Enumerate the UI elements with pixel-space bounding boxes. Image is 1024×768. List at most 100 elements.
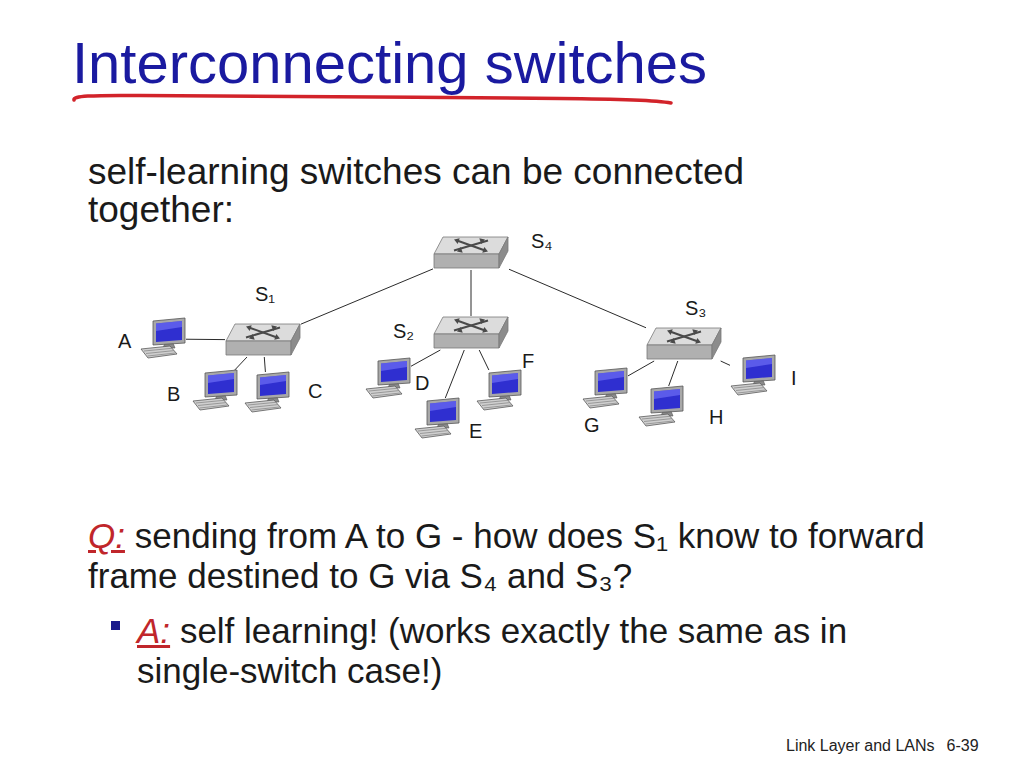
keyboard [583, 396, 619, 408]
keyboard-keys [734, 385, 762, 388]
keyboard-keys [586, 398, 614, 401]
switch-front [647, 345, 712, 359]
monitor-screen [654, 389, 680, 410]
keyboard [415, 426, 451, 438]
text-block: A:self learning! (works exactly the same… [137, 611, 937, 691]
arrow-head [482, 327, 488, 333]
switch-side [712, 328, 721, 359]
host-computer: E [414, 398, 460, 440]
arrow-head [271, 325, 277, 331]
keyboard-keys [590, 403, 618, 406]
computer-icon [140, 318, 186, 360]
keyboard-keys [642, 416, 670, 419]
arrow-head [479, 318, 485, 324]
link-line [411, 350, 440, 366]
keyboard [193, 398, 229, 410]
keyboard-keys [148, 353, 176, 356]
node-label: A [118, 330, 131, 353]
arrow-head [457, 247, 463, 253]
computer-icon [414, 398, 460, 440]
keyboard-keys [252, 407, 280, 410]
slide-title: Interconnecting switches [72, 30, 707, 96]
arrow-head [274, 334, 280, 340]
computer-icon [365, 358, 411, 400]
screen-highlight [381, 361, 407, 371]
question-text: sending from A to G - how does S₁ know t… [88, 516, 925, 595]
node-label: I [791, 367, 797, 390]
switch-icon [646, 327, 722, 361]
answer-text: self learning! (works exactly the same a… [137, 611, 847, 690]
node-label: S₁ [255, 283, 275, 306]
host-computer: D [365, 358, 411, 400]
monitor-screen [156, 321, 182, 342]
switch-icon [225, 323, 301, 357]
switch-top [434, 317, 508, 334]
host-computer: B [192, 370, 238, 412]
monitor-screen [208, 373, 234, 394]
link-line [479, 350, 489, 370]
keyboard [639, 414, 675, 426]
switch-side [291, 324, 300, 355]
monitor-frame [257, 372, 289, 399]
screen-highlight [156, 321, 182, 331]
computer-icon [582, 368, 628, 410]
keyboard-keys [198, 403, 226, 406]
node-label: D [415, 372, 429, 395]
arrow-head [670, 338, 676, 344]
keyboard [245, 400, 281, 412]
keyboard-keys [200, 405, 228, 408]
node-label: S₄ [531, 230, 553, 253]
screen-highlight [492, 373, 518, 383]
link-line [301, 269, 433, 324]
host-computer: I [730, 355, 776, 397]
link-line [235, 357, 247, 370]
keyboard-keys [480, 400, 508, 403]
host-computer: H [638, 386, 684, 428]
node-label: S₃ [685, 297, 706, 320]
computer-icon [730, 355, 776, 397]
keyboard-keys [420, 431, 448, 434]
keyboard-keys [250, 405, 278, 408]
keyboard-keys [369, 388, 397, 391]
bullet-square [111, 621, 120, 630]
monitor-screen [746, 358, 772, 379]
switch-front [434, 334, 499, 348]
keyboard-keys [144, 348, 172, 351]
answer-marker: A: [137, 611, 170, 650]
link-switch: S₂ [433, 316, 509, 350]
text-block: self-learning switches can be connected … [88, 153, 848, 229]
host-computer: F [476, 370, 522, 412]
monitor-screen [430, 401, 456, 422]
link-line [264, 357, 265, 372]
host-computer: C [244, 372, 290, 414]
node-label: G [584, 414, 600, 437]
monitor-frame [489, 370, 521, 397]
screen-highlight [208, 373, 234, 383]
keyboard-keys [738, 390, 766, 393]
link-switch: S₄ [433, 236, 509, 270]
switch-icon [433, 316, 509, 350]
keyboard-keys [588, 401, 616, 404]
link-line [721, 361, 730, 365]
link-line [669, 361, 678, 386]
monitor-screen [260, 375, 286, 396]
arrow-head [454, 318, 460, 324]
monitor-frame [595, 368, 627, 395]
monitor-frame [651, 386, 683, 413]
node-label: F [522, 350, 534, 373]
arrow-head [667, 329, 673, 335]
switch-front [434, 254, 499, 268]
keyboard-keys [248, 402, 276, 405]
link-line [186, 339, 225, 340]
link-line [628, 361, 654, 376]
switch-top [647, 328, 721, 345]
link-line [509, 269, 646, 328]
monitor-screen [598, 371, 624, 392]
arrow-head [249, 334, 255, 340]
keyboard-keys [422, 433, 450, 436]
screen-highlight [598, 371, 624, 381]
monitor-screen [381, 361, 407, 382]
text-block: Link Layer and LANs6-39 [786, 736, 1016, 756]
title-underline [74, 95, 671, 103]
arrow-head [454, 238, 460, 244]
